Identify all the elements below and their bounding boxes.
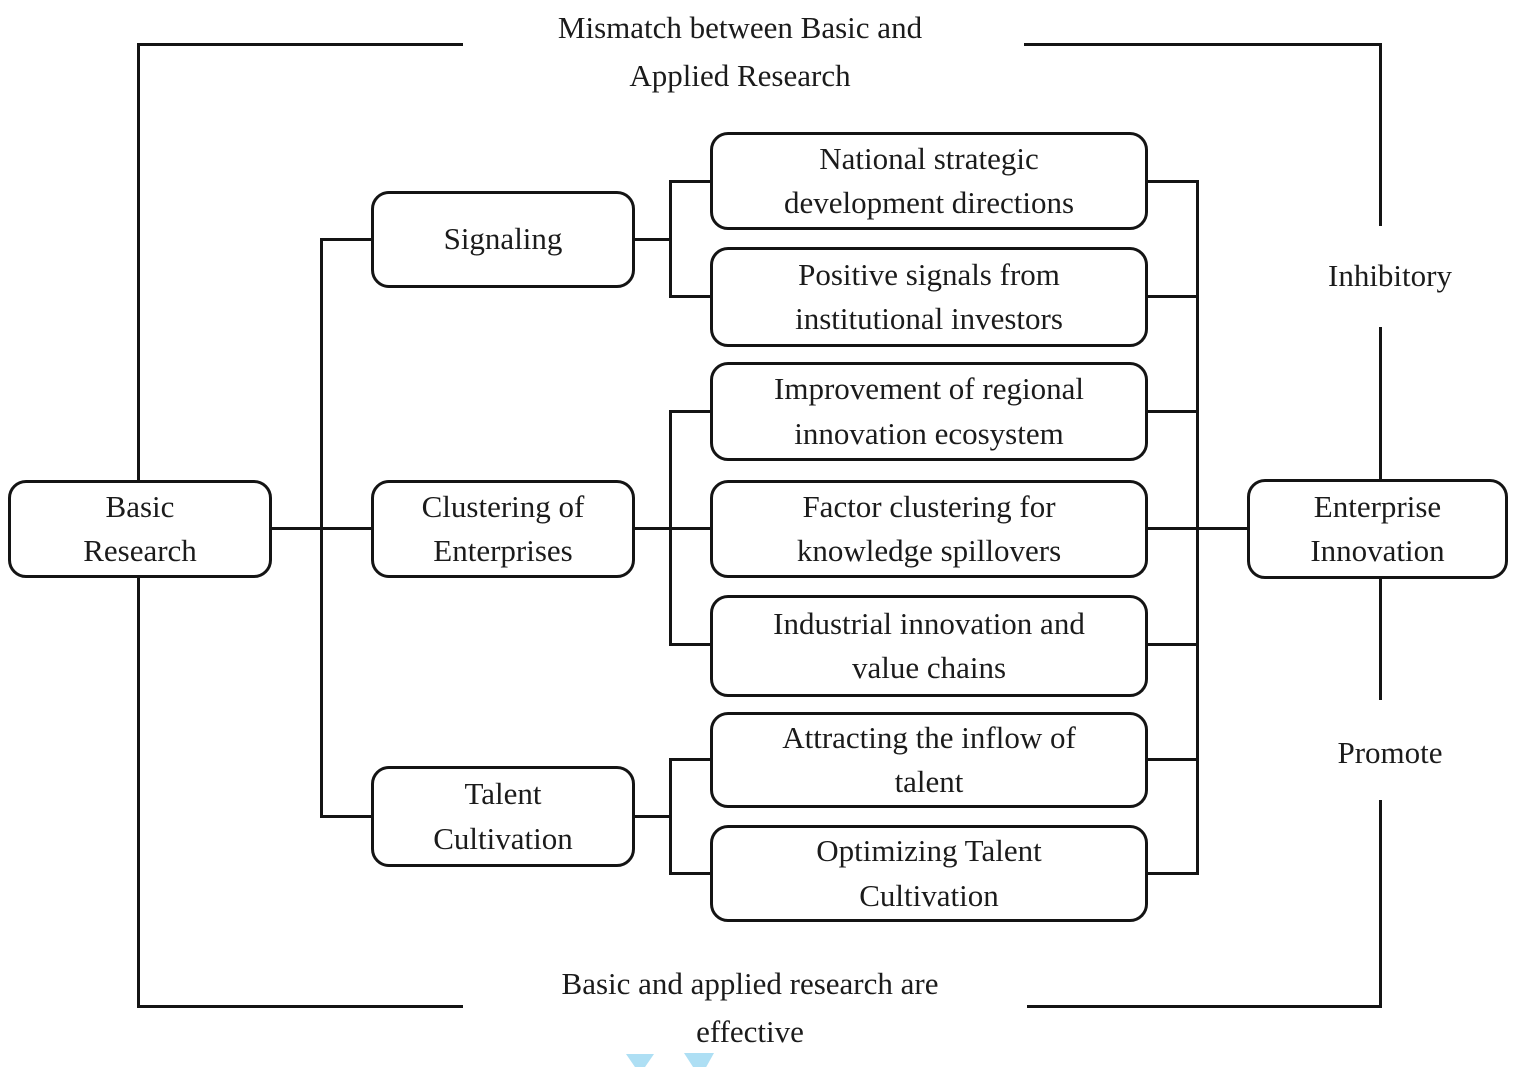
factor-label: Optimizing Talent Cultivation (816, 833, 1042, 913)
connector-to-factor-7 (669, 872, 710, 875)
connector-mediator-branch (320, 238, 323, 818)
factor-node-talent-cultivation: Optimizing Talent Cultivation (710, 825, 1148, 922)
connector-top-left (137, 43, 463, 46)
factor-node-talent-inflow: Attracting the inflow of talent (710, 712, 1148, 808)
basic-research-node: Basic Research (8, 480, 272, 578)
factor-label: Positive signals from institutional inve… (795, 256, 1063, 336)
connector-factor-1-out (1146, 180, 1199, 183)
connector-clustering-branch (669, 410, 672, 646)
top-path-label: Mismatch between Basic and Applied Resea… (557, 10, 923, 94)
signaling-node: Signaling (371, 191, 635, 288)
promote-label: Promote (1337, 735, 1443, 770)
factor-label: Industrial innovation and value chains (773, 605, 1085, 685)
connector-factor-4-out-to-outcome (1146, 527, 1247, 530)
connector-top-right (1024, 43, 1382, 46)
connector-right-bottom (1379, 800, 1382, 1008)
connector-bottom-right (1027, 1005, 1382, 1008)
connector-right-inhibitory (1379, 327, 1382, 482)
connector-signaling-out (633, 238, 672, 241)
connector-factor-3-out (1146, 410, 1199, 413)
clustering-node: Clustering of Enterprises (371, 480, 635, 578)
watermark-fragment (684, 1053, 714, 1067)
connector-signaling-branch (669, 180, 672, 298)
enterprise-innovation-label: Enterprise Innovation (1310, 488, 1445, 568)
watermark-fragment (626, 1054, 654, 1067)
connector-factor-5-out (1146, 643, 1199, 646)
connector-right-top (1379, 43, 1382, 226)
connector-branch-to-talent (320, 815, 371, 818)
basic-research-label: Basic Research (83, 488, 197, 568)
connector-branch-to-signaling (320, 238, 371, 241)
factor-node-regional-ecosystem: Improvement of regional innovation ecosy… (710, 362, 1148, 461)
factor-node-positive-signals: Positive signals from institutional inve… (710, 247, 1148, 347)
connector-source-to-clustering (268, 527, 371, 530)
connector-to-factor-6 (669, 758, 710, 761)
factor-label: Improvement of regional innovation ecosy… (774, 371, 1084, 451)
connector-to-factor-5 (669, 643, 710, 646)
factor-node-national-strategy: National strategic development direction… (710, 132, 1148, 230)
signaling-label: Signaling (443, 221, 563, 257)
connector-factor-2-out (1146, 295, 1199, 298)
factor-node-knowledge-spillovers: Factor clustering for knowledge spillove… (710, 480, 1148, 578)
talent-node: Talent Cultivation (371, 766, 635, 867)
connector-talent-out (633, 815, 672, 818)
clustering-label: Clustering of Enterprises (421, 488, 585, 568)
factor-label: Attracting the inflow of talent (782, 719, 1076, 799)
connector-factor-6-out (1146, 758, 1199, 761)
factor-label: National strategic development direction… (783, 140, 1075, 220)
factor-label: Factor clustering for knowledge spillove… (796, 488, 1062, 568)
connector-factor-7-out (1146, 872, 1199, 875)
connector-to-factor-2 (669, 295, 710, 298)
inhibitory-label: Inhibitory (1328, 258, 1452, 293)
talent-label: Talent Cultivation (433, 776, 573, 856)
connector-to-factor-3 (669, 410, 710, 413)
connector-to-factor-1 (669, 180, 710, 183)
connector-right-below-outcome (1379, 578, 1382, 700)
connector-talent-branch (669, 758, 672, 875)
connector-bottom-left (137, 1005, 463, 1008)
factor-node-value-chains: Industrial innovation and value chains (710, 595, 1148, 697)
enterprise-innovation-node: Enterprise Innovation (1247, 479, 1508, 579)
bottom-path-label: Basic and applied research are effective (561, 966, 939, 1050)
connector-clustering-out (633, 527, 712, 530)
